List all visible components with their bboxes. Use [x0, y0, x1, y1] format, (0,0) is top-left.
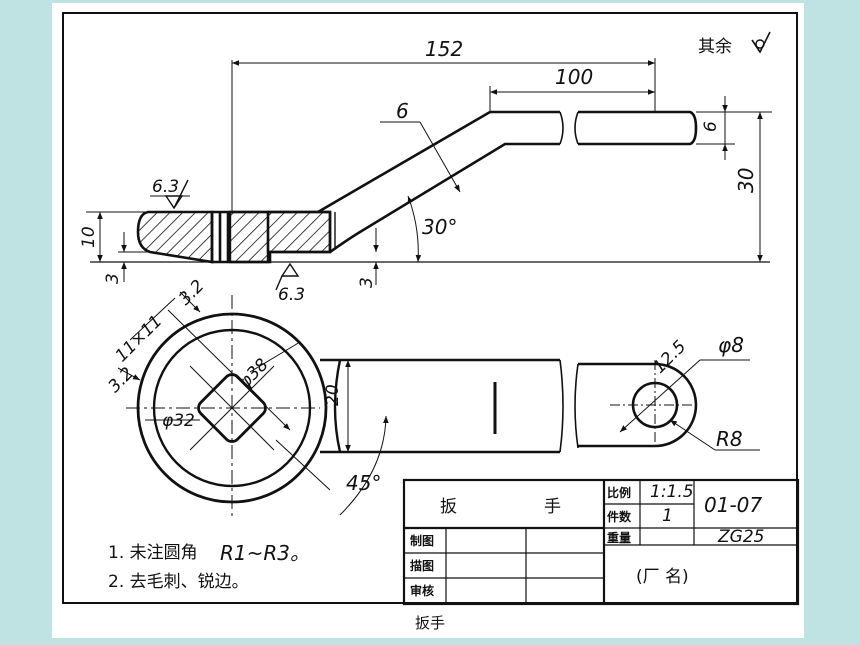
dim-30: 30 [734, 168, 758, 193]
dim-20: 20 [323, 384, 343, 406]
title-factory-name: (厂 名) [636, 567, 689, 587]
title-part-name-2: 手 [544, 497, 561, 517]
head-outer-circle [136, 312, 328, 504]
title-checked-label: 审核 [410, 583, 434, 598]
title-scale-label: 比例 [607, 485, 631, 500]
dim-r8: R8 [716, 427, 743, 451]
dim-3-2-top: 3.2 [175, 276, 208, 309]
head-section-right [266, 210, 332, 254]
title-block [402, 478, 800, 606]
arm-bottom-edge [329, 142, 560, 254]
dim-angle-45: 45° [346, 471, 381, 495]
end-hole [631, 381, 679, 429]
title-material: ZG25 [717, 527, 764, 547]
dim-6-slant: 6 [396, 99, 409, 123]
handle-end [578, 362, 698, 448]
title-traced-label: 描图 [410, 558, 434, 573]
paper-background [52, 3, 804, 638]
note-2-text: 2. 去毛刺、锐边。 [108, 572, 249, 592]
dim-6-end: 6 [701, 121, 721, 132]
title-part-name-1: 扳 [440, 497, 457, 517]
finish-top-left: 6.3 [152, 177, 179, 197]
dim-3-2-left: 3.2 [105, 364, 138, 397]
head-section-left [136, 210, 214, 264]
dim-152: 152 [425, 37, 463, 61]
dim-10: 10 [79, 226, 99, 248]
arm-end [578, 110, 698, 146]
arm-top-edge [317, 110, 560, 214]
title-scale-value: 1:1.5 [650, 482, 694, 502]
title-weight-label: 重量 [607, 530, 631, 545]
dim-3-left: 3 [103, 273, 123, 284]
head-inner-circle [152, 328, 312, 488]
dim-phi-8: φ8 [718, 333, 744, 357]
dim-phi-32: φ32 [162, 411, 195, 431]
note-1-value: R1~R3。 [220, 541, 310, 565]
figure-caption: 扳手 [414, 614, 445, 632]
dim-angle-30: 30° [422, 215, 457, 239]
finish-bottom: 6.3 [278, 285, 305, 305]
front-view [86, 31, 772, 291]
finish-rest-label: 其余 [698, 37, 732, 57]
title-qty-label: 件数 [607, 509, 632, 524]
head-section-mid [228, 210, 270, 264]
dim-phi-38: φ38 [235, 355, 272, 392]
title-drawn-label: 制图 [410, 533, 434, 548]
title-drawing-number: 01-07 [704, 493, 762, 517]
dim-square: 11×11 [112, 311, 167, 366]
title-qty-value: 1 [662, 506, 673, 526]
dim-100: 100 [555, 65, 593, 89]
top-view [117, 291, 760, 520]
dim-3-right: 3 [357, 277, 377, 288]
dim-12-5: 12.5 [649, 337, 690, 378]
note-1-text: 1. 未注圆角 [108, 543, 198, 563]
